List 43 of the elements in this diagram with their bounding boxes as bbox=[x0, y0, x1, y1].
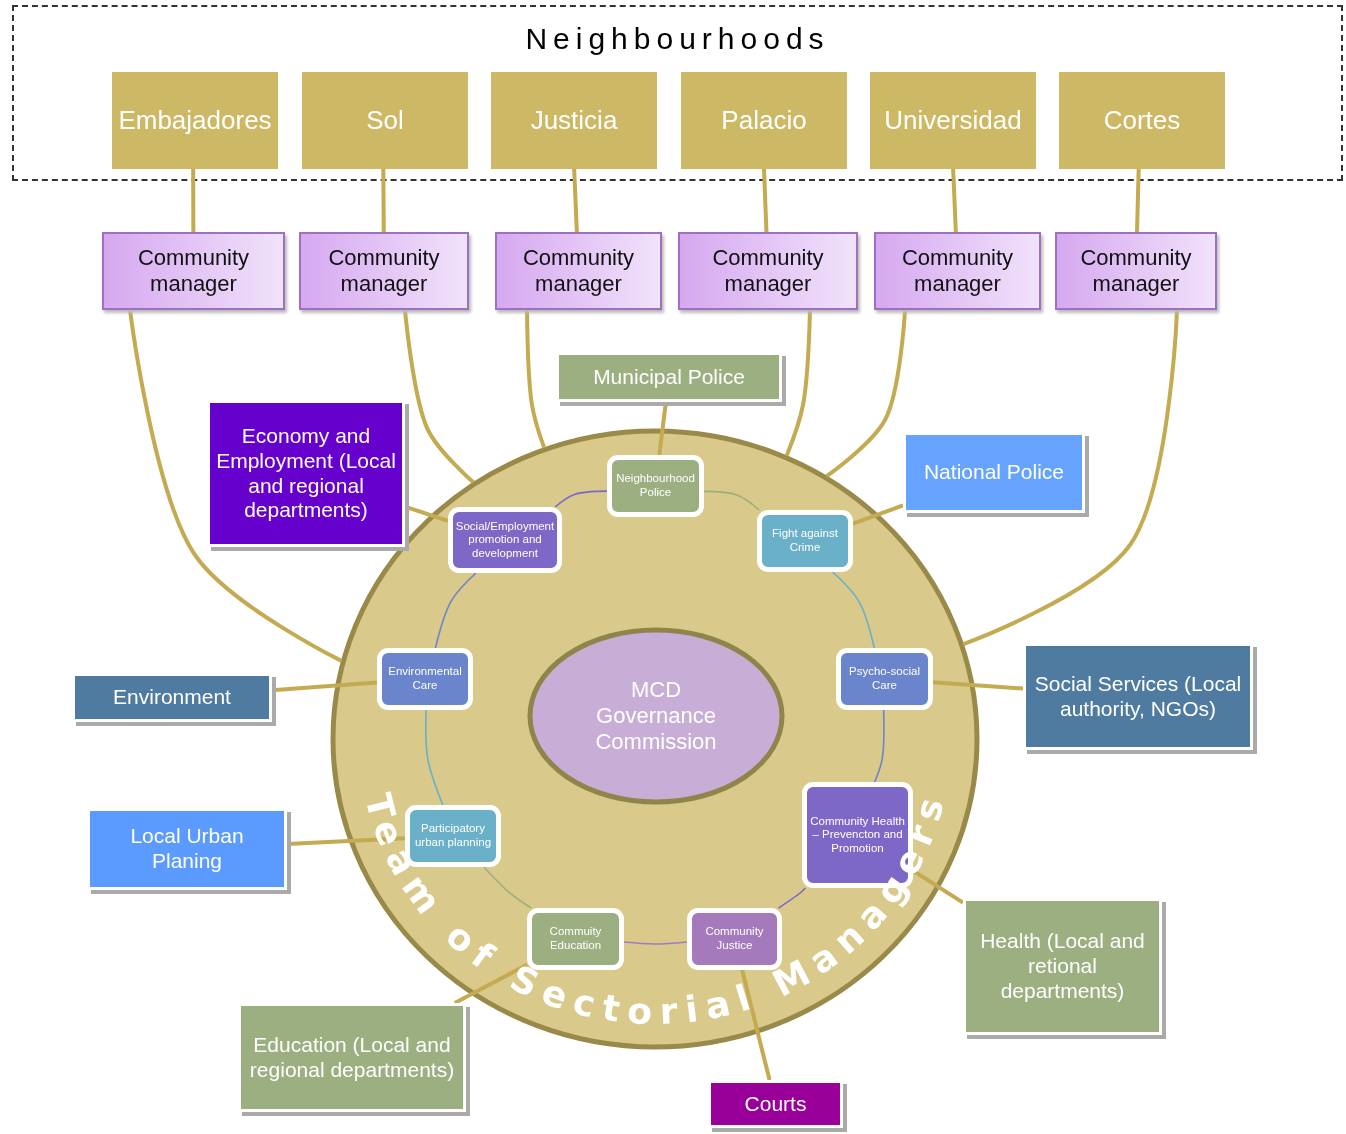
neighbourhood-box: Sol bbox=[302, 72, 468, 169]
connector-line bbox=[1135, 166, 1141, 233]
connector-line bbox=[703, 490, 760, 511]
service-box: Environmental Care bbox=[377, 648, 473, 710]
connector-line bbox=[740, 969, 772, 1081]
neighbourhood-box: Justicia bbox=[491, 72, 657, 169]
service-box: Social/Employment promotion and development bbox=[448, 507, 562, 573]
connector-line bbox=[932, 680, 1024, 691]
connector-line bbox=[951, 166, 958, 233]
service-box: Neighbourhood Police bbox=[607, 455, 704, 517]
service-box: Psycho-social Care bbox=[836, 648, 933, 710]
connector-line bbox=[434, 572, 477, 649]
connector-line bbox=[381, 167, 386, 232]
neighbourhood-box: Palacio bbox=[681, 72, 847, 169]
neighbourhood-box: Cortes bbox=[1059, 72, 1225, 169]
connector-line bbox=[572, 166, 579, 233]
service-box: Fight against Crime bbox=[757, 510, 853, 572]
connector-line bbox=[825, 309, 907, 478]
connector-line bbox=[425, 709, 444, 806]
connector-line bbox=[128, 309, 343, 663]
connector-line bbox=[831, 571, 876, 649]
connector-line bbox=[483, 866, 533, 909]
neighbourhood-box: Embajadores bbox=[112, 72, 278, 169]
connector-line bbox=[525, 309, 547, 449]
connector-line bbox=[873, 709, 885, 783]
connector-line bbox=[191, 167, 196, 232]
connector-line bbox=[962, 309, 1179, 646]
connector-line bbox=[453, 962, 528, 1005]
manager-box: Community manager bbox=[1055, 232, 1217, 310]
manager-box: Community manager bbox=[874, 232, 1041, 310]
neighbourhood-box: Universidad bbox=[870, 72, 1036, 169]
manager-box: Community manager bbox=[678, 232, 858, 310]
connector-line bbox=[761, 166, 769, 233]
manager-box: Community manager bbox=[299, 232, 469, 310]
connector-line bbox=[784, 309, 812, 457]
service-box: Community Justice bbox=[687, 908, 782, 970]
connector-line bbox=[554, 490, 608, 508]
connector-line bbox=[623, 941, 688, 945]
commission-label: MCD Governance Commission bbox=[594, 677, 718, 755]
frame-title: Neighbourhoods bbox=[525, 21, 830, 57]
connector-line bbox=[403, 309, 475, 484]
manager-box: Community manager bbox=[102, 232, 285, 310]
manager-box: Community manager bbox=[495, 232, 662, 310]
